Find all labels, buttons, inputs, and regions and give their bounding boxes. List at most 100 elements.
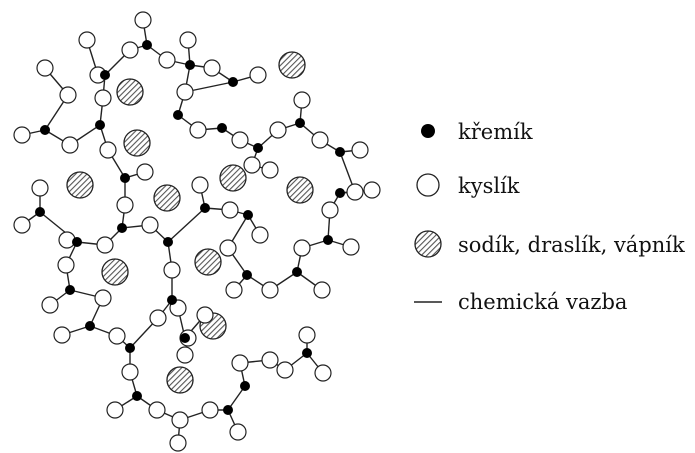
- silicon-atom: [35, 207, 45, 217]
- oxygen-atom: [121, 41, 139, 59]
- legend-bond: chemická vazba: [412, 287, 692, 317]
- oxygen-atom: [94, 289, 112, 307]
- oxygen-atoms: [13, 11, 381, 452]
- oxygen-atom: [59, 86, 77, 104]
- silicon-atom: [142, 40, 152, 50]
- cation-atom: [194, 248, 222, 276]
- oxygen-atom: [201, 401, 219, 419]
- silicon-atom: [117, 223, 127, 233]
- silicon-atom: [185, 60, 195, 70]
- oxygen-atom: [106, 401, 124, 419]
- white-circle-icon: [416, 173, 440, 197]
- silicon-atom: [335, 147, 345, 157]
- oxygen-atom: [41, 296, 59, 314]
- oxygen-atom: [53, 326, 71, 344]
- oxygen-atom: [363, 181, 381, 199]
- legend-oxygen: kyslík: [412, 171, 692, 201]
- silicon-atom: [242, 270, 252, 280]
- oxygen-atom: [158, 51, 176, 69]
- silicon-atom: [323, 235, 333, 245]
- silicon-atom: [228, 77, 238, 87]
- oxygen-atom: [179, 31, 197, 49]
- cation-atom: [101, 258, 129, 286]
- silicon-atom: [72, 237, 82, 247]
- silicon-atom: [163, 237, 173, 247]
- oxygen-atom: [94, 89, 112, 107]
- cation-atom: [219, 164, 247, 192]
- legend-silicon: křemík: [412, 117, 692, 147]
- silicon-atom: [65, 285, 75, 295]
- silicon-atom: [223, 405, 233, 415]
- oxygen-atom: [171, 411, 189, 429]
- oxygen-atom: [298, 326, 316, 344]
- oxygen-atom: [219, 239, 237, 257]
- oxygen-atom: [351, 141, 369, 159]
- oxygen-atom: [136, 163, 154, 181]
- cation-atom: [123, 129, 151, 157]
- oxygen-atom: [261, 281, 279, 299]
- cation-atom: [66, 171, 94, 199]
- black-dot-icon: [421, 124, 435, 138]
- silicon-atom: [120, 173, 130, 183]
- silicon-atom: [180, 333, 190, 343]
- oxygen-atom: [276, 361, 294, 379]
- legend-oxygen-label: kyslík: [458, 174, 520, 198]
- oxygen-atom: [293, 91, 311, 109]
- legend-silicon-label: křemík: [458, 120, 533, 144]
- silicon-atom: [167, 295, 177, 305]
- oxygen-atom: [148, 401, 166, 419]
- silicon-atom: [335, 188, 345, 198]
- oxygen-atom: [203, 59, 221, 77]
- oxygen-atom: [36, 59, 54, 77]
- oxygen-atom: [78, 31, 96, 49]
- silicon-atom: [40, 125, 50, 135]
- oxygen-atom: [249, 66, 267, 84]
- oxygen-atom: [189, 121, 207, 139]
- oxygen-atom: [31, 179, 49, 197]
- silicon-atom: [85, 321, 95, 331]
- oxygen-atom: [169, 434, 187, 452]
- silicon-atom: [95, 120, 105, 130]
- oxygen-atom: [176, 346, 194, 364]
- oxygen-atom: [134, 11, 152, 29]
- oxygen-atom: [13, 216, 31, 234]
- silicon-atom: [200, 203, 210, 213]
- oxygen-atom: [13, 126, 31, 144]
- cation-atom: [286, 176, 314, 204]
- silicon-atom: [253, 143, 263, 153]
- silicon-atom: [100, 70, 110, 80]
- oxygen-atom: [149, 309, 167, 327]
- oxygen-atom: [221, 201, 239, 219]
- oxygen-atom: [99, 141, 117, 159]
- silicon-atom: [243, 210, 253, 220]
- cation-atom: [166, 366, 194, 394]
- oxygen-atom: [342, 238, 360, 256]
- cation-atoms: [66, 51, 314, 394]
- oxygen-atom: [346, 183, 364, 201]
- oxygen-atom: [57, 256, 75, 274]
- legend-cation-label: sodík, draslík, vápník: [458, 233, 685, 257]
- silicon-atom: [132, 391, 142, 401]
- legend-cation: sodík, draslík, vápník: [412, 230, 692, 260]
- oxygen-atom: [314, 364, 332, 382]
- silicon-atom: [295, 118, 305, 128]
- oxygen-atom: [141, 216, 159, 234]
- silicon-atom: [125, 343, 135, 353]
- oxygen-atom: [176, 83, 194, 101]
- silicon-atom: [292, 267, 302, 277]
- oxygen-atom: [61, 136, 79, 154]
- oxygen-atom: [231, 131, 249, 149]
- oxygen-atom: [311, 131, 329, 149]
- hatched-circle-icon: [414, 230, 442, 258]
- silicon-atom: [217, 123, 227, 133]
- cation-atom: [153, 184, 181, 212]
- oxygen-atom: [191, 176, 209, 194]
- silicon-atom: [173, 110, 183, 120]
- oxygen-atom: [225, 281, 243, 299]
- oxygen-atom: [321, 201, 339, 219]
- silicon-atoms: [35, 40, 345, 415]
- cation-atom: [116, 78, 144, 106]
- cation-atom: [278, 51, 306, 79]
- silicon-atom: [240, 381, 250, 391]
